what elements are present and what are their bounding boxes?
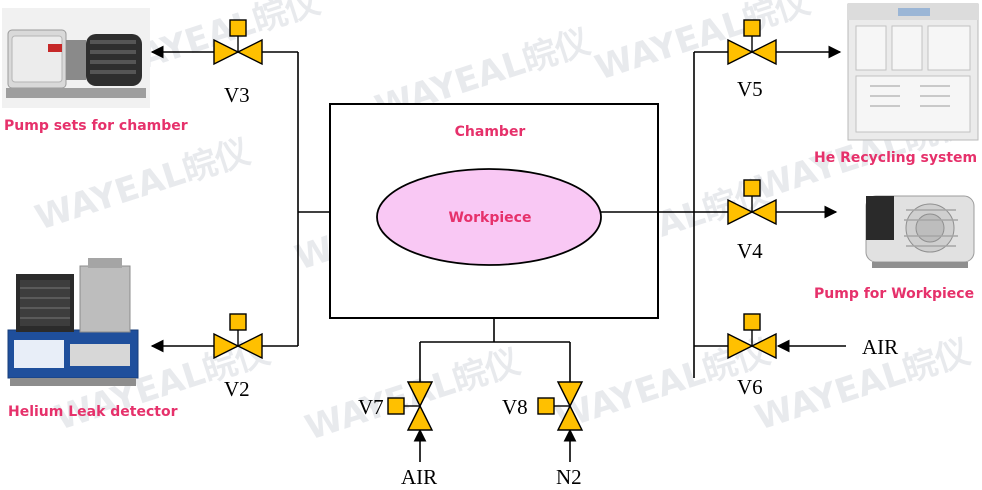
- he-recycling-label: He Recycling system: [814, 150, 977, 166]
- workpiece-label: Workpiece: [449, 210, 532, 226]
- chamber-label: Chamber: [455, 124, 526, 140]
- valve-v3[interactable]: [213, 19, 263, 66]
- watermark: WAYEAL皖仪: [30, 132, 254, 239]
- valve-v2-label: V2: [224, 377, 250, 401]
- leak-detector-illustration: [7, 258, 139, 386]
- valve-v3-label: V3: [224, 83, 250, 107]
- piping: [150, 45, 846, 462]
- valve-v2[interactable]: [213, 313, 263, 360]
- valve-v5[interactable]: [727, 19, 777, 66]
- valve-v7-label: V7: [358, 395, 384, 419]
- workpiece-ellipse: [376, 168, 602, 266]
- pump-sets-label: Pump sets for chamber: [4, 118, 188, 134]
- valve-v6-label: V6: [737, 375, 763, 399]
- valve-v7[interactable]: [387, 381, 434, 431]
- pump-sets-illustration: [2, 8, 150, 108]
- valve-v5-label: V5: [737, 77, 763, 101]
- pump-workpiece-label: Pump for Workpiece: [814, 286, 974, 302]
- n2-inlet-label: N2: [556, 465, 582, 489]
- valve-v4[interactable]: [727, 179, 777, 226]
- he-recycling-illustration: [847, 3, 979, 141]
- watermark: WAYEAL皖仪: [590, 0, 814, 89]
- valve-v6[interactable]: [727, 313, 777, 360]
- watermark: WAYEAL皖仪: [300, 342, 524, 449]
- air-inlet-bottom-label: AIR: [401, 465, 437, 489]
- valve-v8-label: V8: [502, 395, 528, 419]
- leak-detector-label: Helium Leak detector: [8, 404, 178, 420]
- pump-workpiece-illustration: [865, 195, 975, 268]
- valve-v4-label: V4: [737, 239, 763, 263]
- valve-v8[interactable]: [537, 381, 584, 431]
- air-inlet-right-label: AIR: [862, 335, 898, 359]
